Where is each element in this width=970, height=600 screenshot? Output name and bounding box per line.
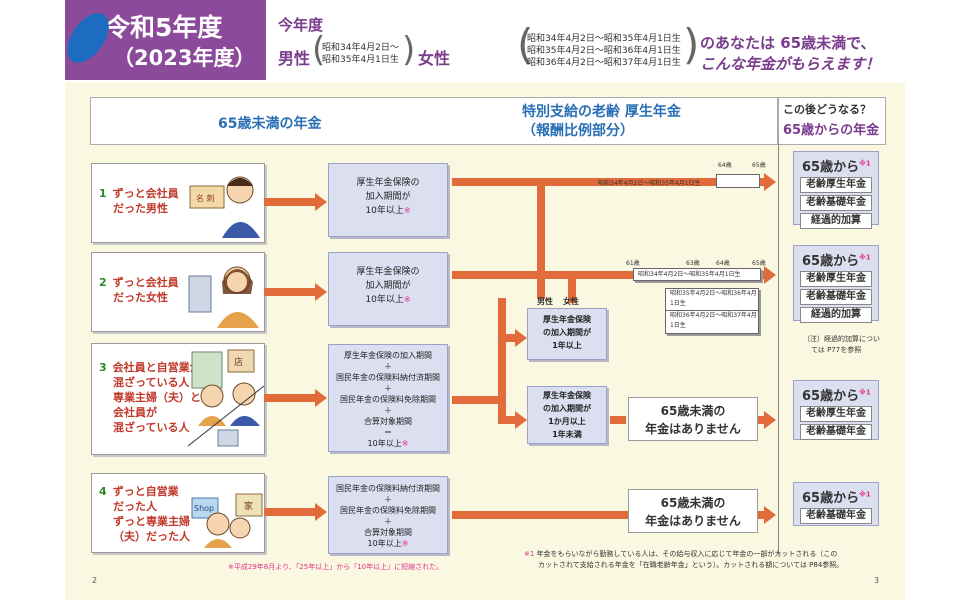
arrow-2b — [452, 271, 764, 279]
arrow-3-pension-tip — [764, 411, 776, 429]
branch-vertical-2 — [568, 275, 576, 303]
arrow-3-up — [498, 334, 516, 342]
age-61-label: 61歳 — [626, 260, 640, 267]
businesswoman-illustration — [188, 266, 259, 328]
arrow-4b — [452, 511, 628, 519]
arrow-3a — [264, 394, 316, 402]
self-employed-illustration: Shop 家 — [191, 493, 263, 548]
no-pension-box-2: 65歳未満の年金はありません — [628, 489, 758, 533]
svg-text:店: 店 — [234, 356, 243, 368]
pension-box-3: 65歳から※1 老齢厚生年金 老齢基礎年金 — [793, 380, 879, 440]
age-64-label: 64歳 — [718, 162, 732, 169]
timeline1-range: 昭和34年4月2日〜昭和35年4月1日生 — [598, 180, 701, 187]
footnote-left: ※平成29年8月より、「25年以上」から「10年以上」に短縮された。 — [228, 563, 444, 571]
condition-box-2: 厚生年金保険の加入期間が 10年以上※ — [328, 252, 448, 326]
arrow-1b — [452, 178, 764, 186]
svg-text:家: 家 — [244, 500, 253, 512]
condition-box-4: 国民年金の保険料納付済期間＋ 国民年金の保険料免除期間＋ 合算対象期間 10年以… — [328, 476, 448, 554]
tagline-1: のあなたは 65歳未満で、 — [700, 34, 876, 52]
pension-box-4: 65歳から※1 老齢基礎年金 — [793, 482, 879, 526]
arrow-2a-tip — [315, 283, 327, 301]
arrow-3-joint — [452, 396, 502, 404]
male-label: 男性 — [278, 49, 311, 68]
gender-male: 男性 — [537, 297, 553, 306]
page-number-left: 2 — [92, 576, 98, 585]
businessman-illustration: 名 刺 — [189, 176, 260, 238]
arrow-4-pension-tip — [764, 506, 776, 524]
after-question: この後どうなる？ — [783, 103, 871, 116]
timeline2-bar-3: 昭和36年4月2日〜昭和37年4月1日生 — [665, 310, 759, 334]
svg-text:名 刺: 名 刺 — [196, 193, 215, 203]
arrow-3a-tip — [315, 389, 327, 407]
condition-box-1: 厚生年金保険の加入期間が 10年以上※ — [328, 163, 448, 237]
arrow-3-none — [610, 416, 626, 424]
paren-close: ) — [402, 30, 416, 70]
gender-female: 女性 — [563, 297, 579, 306]
arrow-2a — [264, 288, 316, 296]
section-header-under65 — [90, 97, 778, 145]
after65-title: 65歳からの年金 — [783, 123, 880, 138]
this-year-label: 今年度 — [278, 16, 324, 34]
special-title: 特別支給の老齢 厚生年金 — [522, 104, 681, 120]
arrow-2b-tip — [764, 266, 776, 284]
no-pension-box-1: 65歳未満の年金はありません — [628, 397, 758, 441]
arrow-1b-tip — [764, 173, 776, 191]
page-title-year: （2023年度） — [113, 46, 256, 70]
timeline1-bar — [716, 174, 760, 188]
paren-open-2: ( — [517, 20, 534, 69]
footnote-right: ※1 年金をもらいながら勤務している人は、その給与収入に応じて年金の一部がカット… — [524, 550, 844, 569]
arrow-3-up-tip — [515, 329, 527, 347]
timeline2-bar-2: 昭和35年4月2日〜昭和36年4月1日生 — [665, 288, 759, 312]
pension-box-1: 65歳から※1 老齢厚生年金 老齢基礎年金 経過的加算 — [793, 151, 879, 229]
under65-title: 65歳未満の年金 — [218, 116, 322, 132]
arrow-3-down-tip — [515, 411, 527, 429]
arrow-4a — [264, 508, 316, 516]
age-65-label: 65歳 — [752, 162, 766, 169]
branch-vertical-3 — [498, 298, 506, 420]
condition-box-3: 厚生年金保険の加入期間＋ 国民年金の保険料納付済期間＋ 国民年金の保険料免除期間… — [328, 344, 448, 452]
arrow-1a-tip — [315, 193, 327, 211]
special-subtitle: （報酬比例部分） — [522, 123, 634, 139]
arrow-1a — [264, 198, 316, 206]
arrow-4a-tip — [315, 503, 327, 521]
separator-line — [778, 143, 779, 555]
mixed-workers-illustration: 店 — [188, 349, 264, 447]
age-65-label-2: 65歳 — [752, 260, 766, 267]
arrow-3-pension — [758, 416, 764, 424]
note-kakoteki: （注）経過的加算については P77を参照 — [803, 335, 880, 354]
section-header-after65 — [778, 97, 886, 145]
pension-box-2: 65歳から※1 老齢厚生年金 老齢基礎年金 経過的加算 — [793, 245, 879, 323]
age-64-label-2: 64歳 — [716, 260, 730, 267]
female-ranges: 昭和34年4月2日〜昭和35年4月1日生 昭和35年4月2日〜昭和36年4月1日… — [527, 34, 681, 68]
page-number-right: 3 — [874, 576, 880, 585]
paren-open: ( — [312, 30, 326, 70]
arrow-4-pension — [758, 511, 764, 519]
female-label: 女性 — [418, 49, 451, 68]
male-range: 昭和34年4月2日〜昭和35年4月1日生 — [322, 43, 399, 65]
paren-close-2: ) — [683, 20, 700, 69]
age-63-label: 63歳 — [686, 260, 700, 267]
svg-text:Shop: Shop — [194, 504, 214, 513]
tagline-2: こんな年金がもらえます！ — [700, 55, 881, 73]
page-title: 令和5年度 — [105, 13, 223, 42]
branch-vertical-1 — [537, 184, 545, 299]
arrow-3-down — [498, 416, 516, 424]
timeline2-bar-1: 昭和34年4月2日〜昭和35年4月1日生 — [633, 268, 761, 281]
